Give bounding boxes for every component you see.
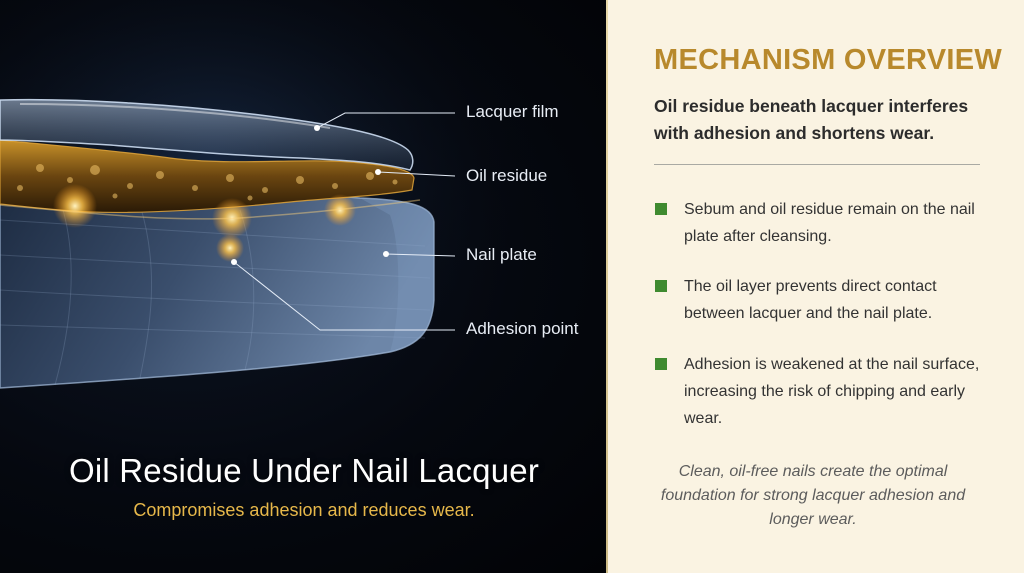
closing-note: Clean, oil-free nails create the optimal… [660, 463, 966, 528]
nail-cross-section-illustration [0, 0, 608, 460]
plate-front-face [360, 198, 434, 352]
diagram-title: Oil Residue Under Nail Lacquer [68, 452, 540, 489]
adhesion-glow-2 [212, 198, 252, 238]
adhesion-glow-3 [324, 194, 356, 226]
adhesion-glow-1 [53, 184, 97, 228]
overview-heading: MECHANISM OVERVIEW [654, 44, 1003, 76]
label-lacquer-film: Lacquer film [466, 102, 559, 121]
mechanism-bullet-list: Sebum and oil residue remain on the nail… [654, 196, 984, 455]
callout-leaders [233, 112, 456, 331]
glow-strand [0, 199, 421, 220]
diagram-panel: Lacquer film Oil residue Nail plate Adhe… [0, 0, 608, 573]
adhesion-glow-4 [216, 234, 244, 262]
list-item: Adhesion is weakened at the nail surface… [654, 351, 984, 432]
oil-residue-layer [0, 139, 415, 213]
panel-divider [606, 0, 609, 573]
square-bullet-icon [655, 280, 667, 292]
bullet-text: The oil layer prevents direct contact be… [684, 278, 937, 322]
square-bullet-icon [655, 203, 667, 215]
lacquer-film-layer [0, 98, 414, 171]
overview-divider [654, 164, 980, 165]
list-item: The oil layer prevents direct contact be… [654, 273, 984, 327]
bullet-text: Adhesion is weakened at the nail surface… [684, 356, 980, 427]
overview-intro: Oil residue beneath lacquer interferes w… [654, 96, 969, 143]
label-adhesion-point: Adhesion point [466, 319, 579, 338]
label-nail-plate: Nail plate [466, 245, 537, 264]
label-oil-residue: Oil residue [466, 166, 548, 185]
lacquer-highlight [19, 103, 331, 129]
overview-panel: MECHANISM OVERVIEW Oil residue beneath l… [608, 0, 1024, 573]
diagram-subtitle: Compromises adhesion and reduces wear. [133, 500, 475, 520]
square-bullet-icon [655, 358, 667, 370]
bullet-text: Sebum and oil residue remain on the nail… [684, 201, 975, 245]
oil-droplets [17, 164, 398, 201]
callout-dots [231, 125, 389, 265]
list-item: Sebum and oil residue remain on the nail… [654, 196, 984, 250]
